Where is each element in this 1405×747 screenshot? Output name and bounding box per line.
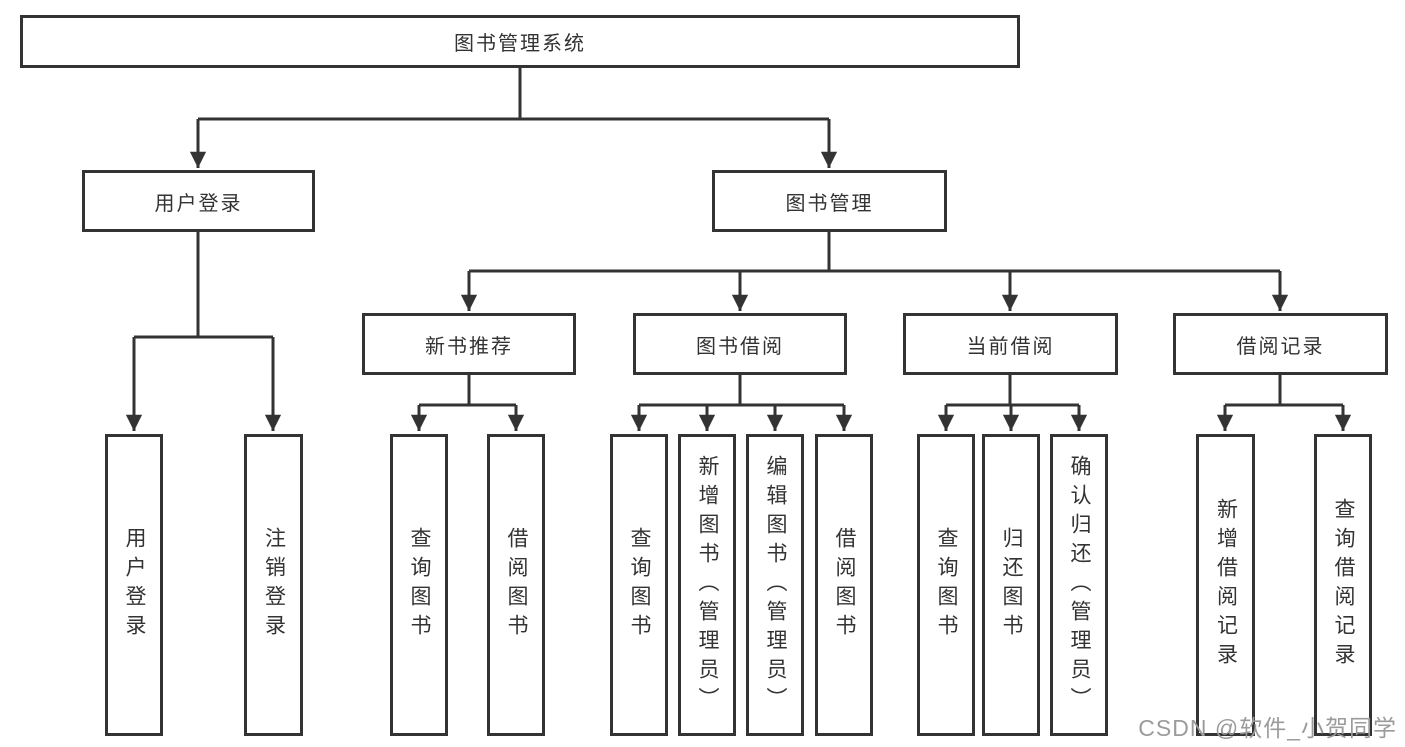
leaf-borrow-books-1: 借阅图书 bbox=[487, 434, 545, 736]
node-book-management: 图书管理 bbox=[712, 170, 947, 232]
node-root: 图书管理系统 bbox=[20, 15, 1020, 68]
node-book-borrowing: 图书借阅 bbox=[633, 313, 847, 375]
leaf-add-book-admin: 新增图书（管理员） bbox=[678, 434, 736, 736]
leaf-query-borrow-record: 查询借阅记录 bbox=[1314, 434, 1372, 736]
leaf-query-books-1: 查询图书 bbox=[390, 434, 448, 736]
leaf-add-borrow-record: 新增借阅记录 bbox=[1196, 434, 1255, 736]
leaf-user-login: 用户登录 bbox=[105, 434, 163, 736]
leaf-edit-book-admin: 编辑图书（管理员） bbox=[746, 434, 804, 736]
leaf-confirm-return-admin: 确认归还（管理员） bbox=[1050, 434, 1108, 736]
node-current-borrowing: 当前借阅 bbox=[903, 313, 1118, 375]
leaf-query-books-2: 查询图书 bbox=[610, 434, 668, 736]
node-borrowing-records: 借阅记录 bbox=[1173, 313, 1388, 375]
connector-book-management-to-level3 bbox=[469, 231, 1280, 273]
connector-book-borrowing-to-leaves bbox=[639, 374, 844, 407]
connector-root-to-level2 bbox=[198, 66, 829, 121]
leaf-query-books-3: 查询图书 bbox=[917, 434, 975, 736]
connector-current-borrowing-to-leaves bbox=[946, 374, 1079, 407]
watermark: CSDN @软件_小贺同学 bbox=[1138, 715, 1397, 741]
connector-borrowing-records-to-leaves bbox=[1225, 374, 1343, 407]
leaf-logout: 注销登录 bbox=[244, 434, 303, 736]
connector-new-book-recommend-to-leaves bbox=[419, 374, 516, 407]
connector-user-login-to-leaves bbox=[134, 231, 273, 339]
node-new-book-recommend: 新书推荐 bbox=[362, 313, 576, 375]
node-user-login: 用户登录 bbox=[82, 170, 315, 232]
leaf-return-books: 归还图书 bbox=[982, 434, 1040, 736]
leaf-borrow-books-2: 借阅图书 bbox=[815, 434, 873, 736]
